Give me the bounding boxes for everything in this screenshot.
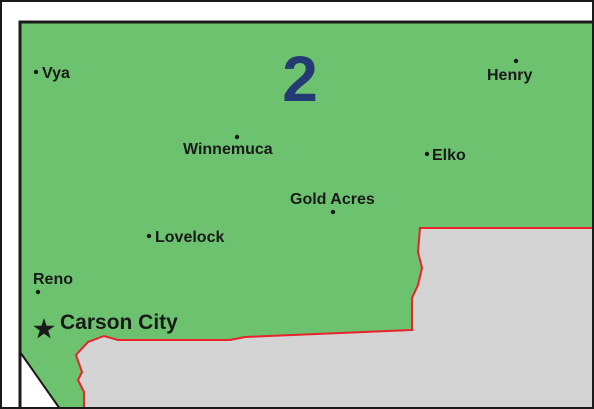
region-boundary bbox=[74, 227, 594, 409]
place-dot-reno bbox=[35, 289, 41, 295]
place-label-lovelock: Lovelock bbox=[155, 229, 224, 246]
place-label-henry: Henry bbox=[487, 67, 532, 84]
place-dot-vya bbox=[33, 69, 39, 75]
place-label-vya: Vya bbox=[42, 65, 70, 82]
place-label-reno: Reno bbox=[33, 271, 73, 288]
place-label-gold-acres: Gold Acres bbox=[290, 191, 375, 208]
place-dot-winnemuca bbox=[234, 134, 240, 140]
capital-star-icon bbox=[33, 318, 55, 339]
state-border-diagonal bbox=[19, 351, 61, 409]
region-area bbox=[20, 22, 594, 409]
place-dot-elko bbox=[424, 151, 430, 157]
place-dot-lovelock bbox=[146, 233, 152, 239]
place-label-elko: Elko bbox=[432, 147, 466, 164]
outside-region-area bbox=[76, 228, 594, 409]
place-label-carson-city: Carson City bbox=[60, 311, 178, 334]
state-border bbox=[18, 20, 594, 409]
region-number: 2 bbox=[282, 43, 318, 115]
place-dot-gold-acres bbox=[330, 209, 336, 215]
place-dot-henry bbox=[513, 58, 519, 64]
place-label-winnemuca: Winnemuca bbox=[183, 141, 273, 158]
